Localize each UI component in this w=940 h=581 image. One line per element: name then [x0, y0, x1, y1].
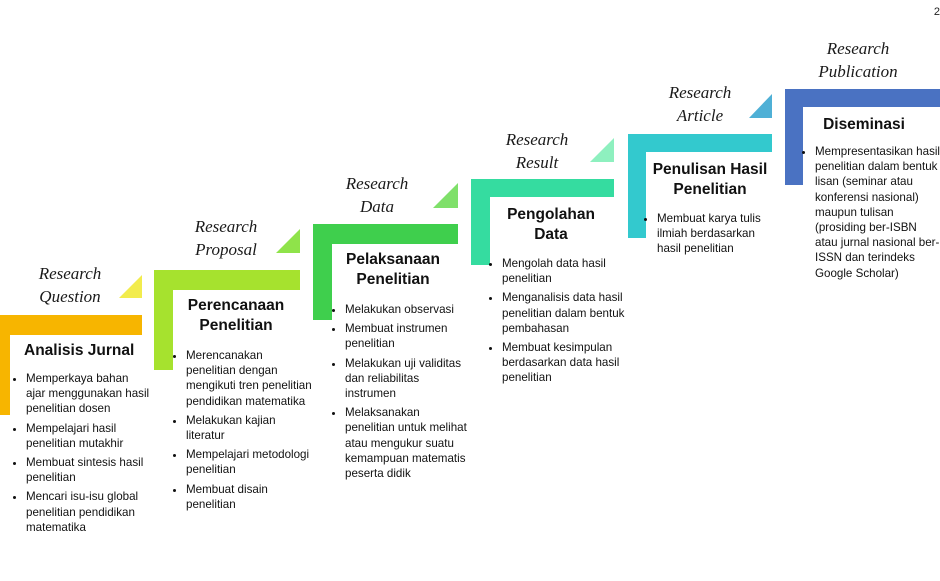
step-5-title: Penulisan Hasil Penelitian: [652, 161, 768, 198]
list-item: Mencari isu-isu global penelitian pendid…: [26, 489, 150, 535]
step-5-list: Membuat karya tulis ilmiah berdasarkan h…: [645, 211, 773, 261]
list-item: Membuat sintesis hasil penelitian: [26, 455, 150, 485]
list-item: Menganalisis data hasil penelitian dalam…: [502, 290, 630, 336]
list-item: Melaksanakan penelitian untuk melihat at…: [345, 405, 471, 481]
list-item: Merencanakan penelitian dengan mengikuti…: [186, 348, 314, 409]
list-item: Membuat disain penelitian: [186, 482, 314, 512]
step-1-list: Memperkaya bahan ajar menggunakan hasil …: [14, 371, 150, 539]
step-4-list: Mengolah data hasil penelitian Menganali…: [490, 256, 630, 390]
list-item: Melakukan uji validitas dan reliabilitas…: [345, 356, 471, 402]
step-1-shape: [0, 315, 142, 415]
step-6-label: Research Publication: [818, 39, 898, 81]
step-5-label: Research Article: [668, 83, 732, 125]
list-item: Membuat instrumen penelitian: [345, 321, 471, 351]
list-item: Mempresentasikan hasil penelitian dalam …: [815, 144, 940, 281]
step-3-title: Pelaksanaan Penelitian: [346, 251, 440, 288]
step-4-arrow: [590, 138, 614, 162]
step-1-arrow: [119, 275, 142, 298]
step-4-shape: [471, 179, 614, 265]
step-2-title: Perencanaan Penelitian: [187, 297, 285, 334]
list-item: Melakukan kajian literatur: [186, 413, 314, 443]
step-1-label: Research Question: [38, 264, 102, 306]
step-4-label: Research Result: [505, 130, 569, 172]
step-3-list: Melakukan observasi Membuat instrumen pe…: [333, 302, 471, 485]
step-4-title: Pengolahan Data: [507, 206, 595, 243]
step-6-list: Mempresentasikan hasil penelitian dalam …: [803, 144, 940, 285]
step-2-arrow: [276, 229, 300, 253]
list-item: Memperkaya bahan ajar menggunakan hasil …: [26, 371, 150, 417]
step-3-shape: [313, 224, 458, 320]
step-2-label: Research Proposal: [194, 217, 258, 259]
list-item: Membuat karya tulis ilmiah berdasarkan h…: [657, 211, 773, 257]
list-item: Mengolah data hasil penelitian: [502, 256, 630, 286]
step-5-arrow: [749, 94, 772, 118]
step-1-title: Analisis Jurnal: [24, 342, 135, 359]
step-2-shape: [154, 270, 300, 370]
list-item: Melakukan observasi: [345, 302, 471, 317]
step-3-label: Research Data: [345, 174, 409, 216]
step-6-title: Diseminasi: [823, 116, 905, 133]
list-item: Mempelajari metodologi penelitian: [186, 447, 314, 477]
step-3-arrow: [433, 183, 458, 208]
step-6-shape: [785, 89, 940, 185]
page-number: 2: [933, 6, 940, 18]
list-item: Mempelajari hasil penelitian mutakhir: [26, 421, 150, 451]
step-5-shape: [628, 134, 772, 238]
list-item: Membuat kesimpulan berdasarkan data hasi…: [502, 340, 630, 386]
step-2-list: Merencanakan penelitian dengan mengikuti…: [174, 348, 314, 516]
